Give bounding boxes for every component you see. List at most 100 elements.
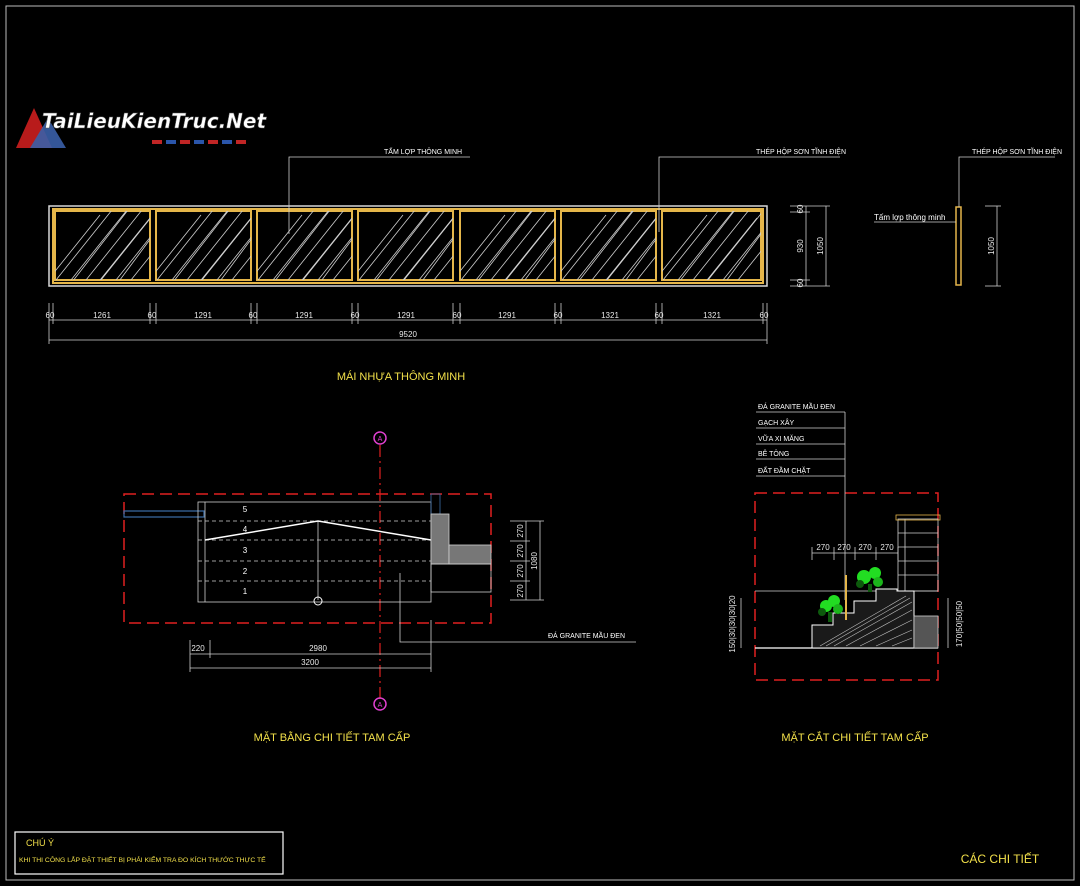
plan-dims-right	[510, 520, 544, 601]
dim-right-texts: 60 930 60 1050	[796, 204, 825, 287]
sheet-border	[5, 5, 1075, 881]
section-title: MẶT CẮT CHI TIẾT TAM CẤP	[781, 731, 928, 744]
plan-dims-right-text: 270 270 270 270 1080	[516, 524, 539, 598]
roof-panel	[661, 210, 762, 281]
plan-dims-bottom	[189, 620, 432, 672]
dim-text: 1291	[397, 311, 415, 320]
dim-text: 1261	[93, 311, 111, 320]
dim-text: 1291	[498, 311, 516, 320]
dim-text: 60	[655, 311, 664, 320]
roof-hatch	[55, 211, 761, 280]
dim-text: 60	[760, 311, 769, 320]
dim-side	[985, 205, 1001, 287]
section-layer-labels: ĐÁ GRANITE MẦU ĐEN GẠCH XÂY VỮA XI MĂNG …	[756, 401, 846, 600]
section-dims-top-text: 270 270 270 270	[816, 543, 894, 552]
section-wall	[895, 514, 941, 592]
step-number: 5	[243, 505, 248, 514]
svg-text:A: A	[378, 702, 383, 709]
dim-text: 60	[249, 311, 258, 320]
step-number: 2	[243, 567, 248, 576]
dim-side-text: 1050	[987, 237, 996, 255]
step-number: 3	[243, 546, 248, 555]
note-title: CHÚ Ý	[26, 838, 54, 848]
sheet-title: CÁC CHI TIẾT	[961, 851, 1040, 866]
dim-text: 220	[191, 644, 205, 653]
dim-text: 270	[516, 584, 525, 598]
dim-text: 60	[453, 311, 462, 320]
dim-text-total: 9520	[399, 330, 417, 339]
dim-text: 1050	[816, 237, 825, 255]
note-text: KHI THI CÔNG LẮP ĐẶT THIẾT BỊ PHẢI KIỂM …	[19, 854, 266, 864]
section-view: ĐÁ GRANITE MẦU ĐEN GẠCH XÂY VỮA XI MĂNG …	[728, 401, 964, 744]
dim-text: 270	[516, 524, 525, 538]
note-box: CHÚ Ý KHI THI CÔNG LẮP ĐẶT THIẾT BỊ PHẢI…	[14, 831, 284, 875]
section-dims-sides	[740, 598, 949, 648]
side-profile	[955, 206, 962, 286]
dim-text: 270	[837, 543, 851, 552]
section-layer: ĐẤT ĐẦM CHẶT	[758, 465, 811, 475]
roof-panel	[560, 210, 657, 281]
dim-text: 1080	[530, 552, 539, 570]
side-view: THÉP HỘP SƠN TĨNH ĐIỆN Tấm lợp thông min…	[874, 147, 1062, 287]
watermark-logo: TaiLieuKienTruc.Net	[16, 108, 268, 148]
section-steps-hatch	[819, 595, 913, 647]
dim-text: 1291	[194, 311, 212, 320]
dim-text: 60	[46, 311, 55, 320]
plan-step-numbers: 5 4 3 2 1	[243, 505, 248, 596]
plan-ledge	[123, 510, 205, 518]
dim-texts-bottom: 60 1261 60 1291 60 1291 60 1291 60 1291 …	[46, 311, 769, 320]
plan-dims-bottom-text: 220 2980 3200	[191, 644, 327, 667]
step-number: 1	[243, 587, 248, 596]
section-layer: VỮA XI MĂNG	[758, 434, 804, 443]
dim-right-roof	[790, 205, 830, 287]
roof-panel	[256, 210, 353, 281]
roof-panel	[357, 210, 454, 281]
section-dims-left: 150|30|30|30|20	[728, 595, 737, 653]
section-dims-right: 170|50|50|50	[955, 600, 964, 647]
roof-panel	[54, 210, 151, 281]
plan-wall	[430, 493, 492, 593]
dim-text: 60	[554, 311, 563, 320]
plan-boundary	[123, 493, 492, 624]
svg-text:A: A	[378, 436, 383, 443]
dim-ticks-bottom	[48, 303, 768, 344]
roof-outer-frame	[48, 205, 768, 287]
leader-roof-steel	[658, 156, 840, 232]
dim-text: 270	[858, 543, 872, 552]
dim-text: 270	[516, 544, 525, 558]
dim-text: 60	[796, 278, 805, 287]
plan-slope-lines	[204, 520, 432, 541]
dim-text: 60	[351, 311, 360, 320]
roof-inner-frame	[52, 208, 764, 284]
label-side-sheet: Tấm lợp thông minh	[874, 213, 946, 222]
plan-center-point	[313, 596, 323, 606]
dim-text: 3200	[301, 658, 319, 667]
label-side-steel: THÉP HỘP SƠN TĨNH ĐIỆN	[972, 147, 1062, 156]
leader-side-steel	[958, 156, 1055, 207]
section-layer: GẠCH XÂY	[758, 418, 795, 427]
watermark-dots	[152, 140, 246, 144]
roof-title: MÁI NHỰA THÔNG MINH	[337, 370, 465, 383]
step-number: 4	[243, 525, 248, 534]
section-layer: ĐÁ GRANITE MẦU ĐEN	[758, 401, 835, 411]
section-steps-profile	[811, 588, 915, 649]
dim-text: 1321	[601, 311, 619, 320]
dim-text: 60	[796, 204, 805, 213]
dim-text-1321: 1321	[703, 311, 721, 320]
section-layer: BÊ TÔNG	[758, 449, 789, 458]
roof-panel	[459, 210, 556, 281]
label-plan-granite: ĐÁ GRANITE MẦU ĐEN	[548, 630, 625, 640]
leader-plan-granite	[399, 573, 636, 643]
dim-text: 1291	[295, 311, 313, 320]
dim-text: 60	[148, 311, 157, 320]
dim-text: 270	[816, 543, 830, 552]
plan-view: A A 5 4 3 2 1	[123, 431, 636, 744]
plant-icon	[856, 567, 883, 592]
section-foundation	[913, 615, 939, 649]
plan-steps	[197, 501, 432, 603]
leader-roof-sheet	[288, 156, 470, 234]
roof-elevation: TẤM LỢP THÔNG MINH THÉP HỘP SƠN TĨNH ĐIỆ…	[46, 146, 846, 383]
section-marker-top: A	[373, 431, 387, 445]
section-marker-bottom: A	[373, 697, 387, 711]
dim-text: 930	[796, 239, 805, 253]
